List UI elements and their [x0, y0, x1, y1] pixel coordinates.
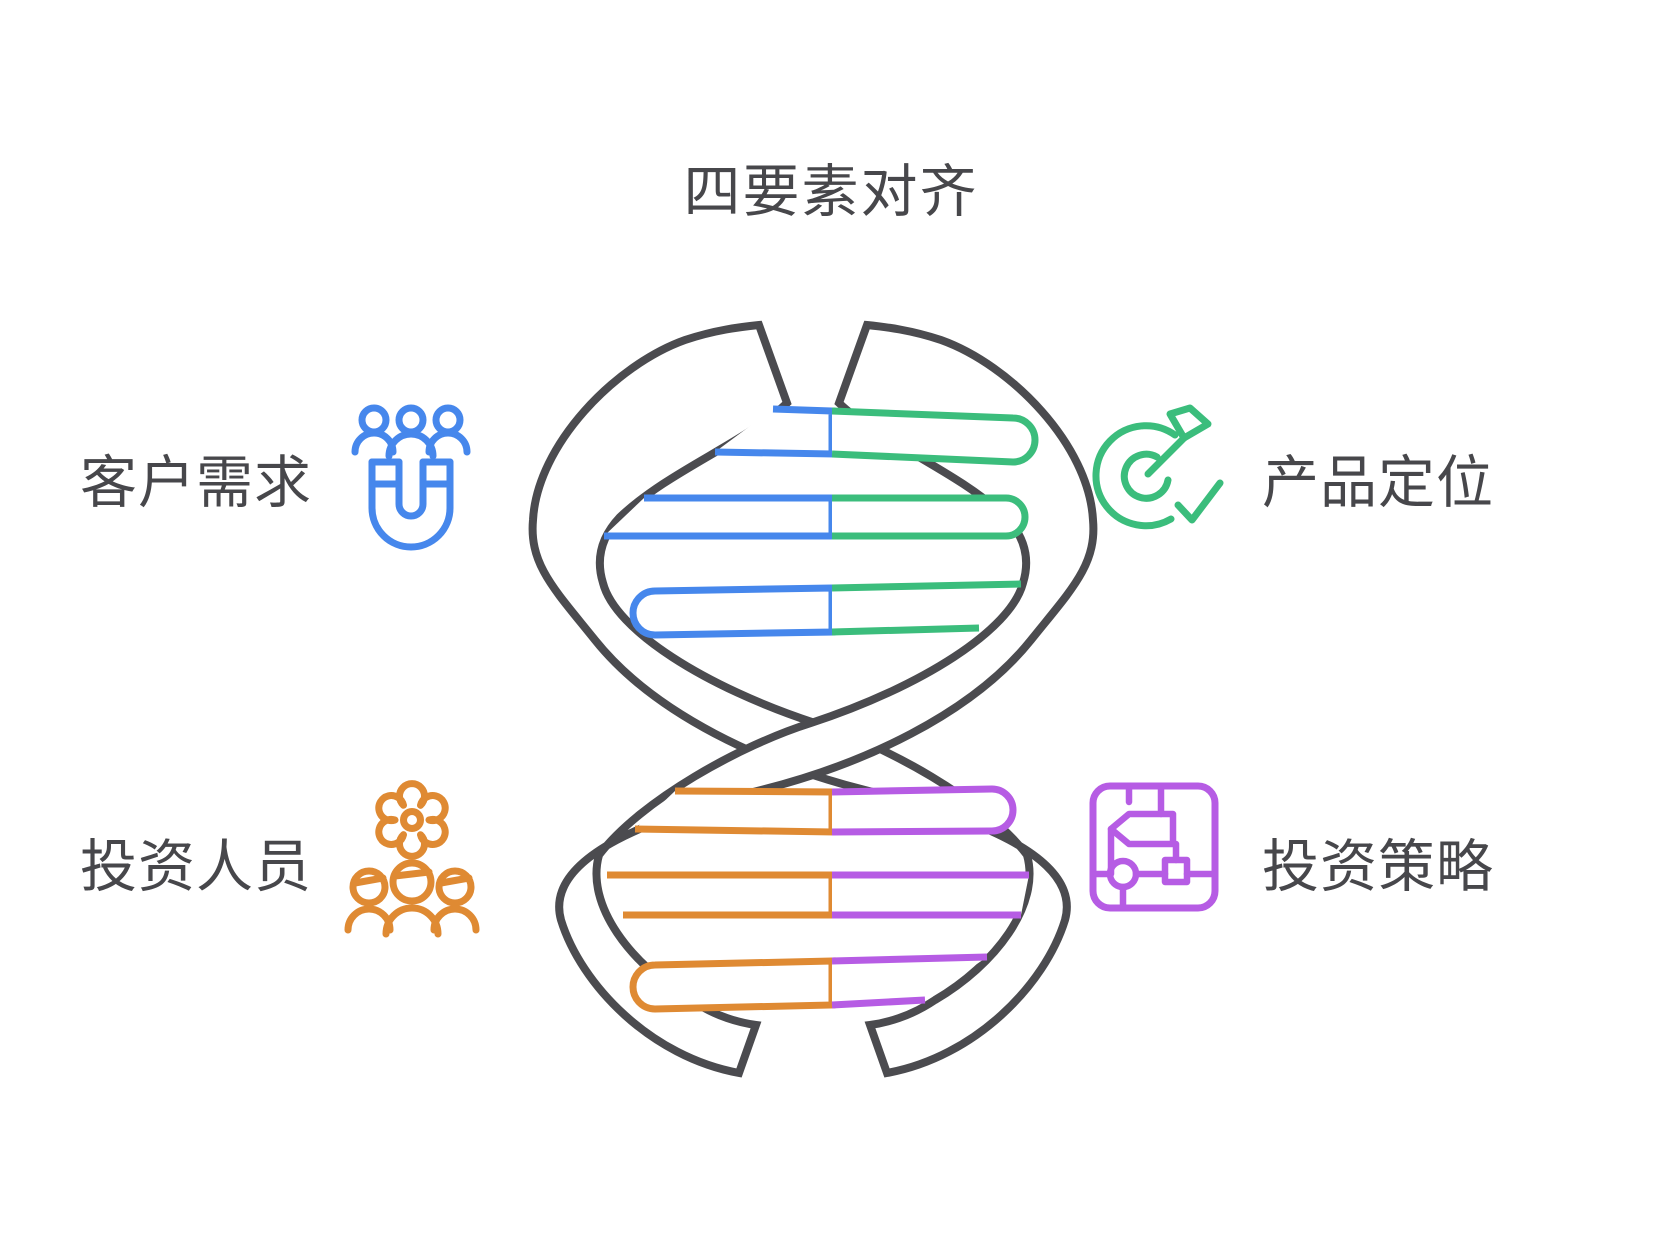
- dna-helix-diagram: [528, 295, 1098, 1080]
- label-investment-strategy: 投资策略: [1262, 835, 1494, 899]
- label-customer-needs: 客户需求: [80, 451, 312, 515]
- label-investment-team: 投资人员: [80, 835, 312, 899]
- dna-strand-right: [555, 320, 1098, 1078]
- strategy-chip-icon: [1088, 782, 1220, 912]
- dna-rung-bottom-3: [629, 953, 988, 1013]
- label-product-positioning: 产品定位: [1262, 451, 1494, 515]
- dna-rung-bottom-2: [607, 871, 1029, 919]
- dna-rung-top-2: [604, 494, 1029, 540]
- dna-strand-left: [528, 320, 1071, 1078]
- dna-rung-top-1: [714, 405, 1039, 466]
- page-title: 四要素对齐: [683, 160, 979, 224]
- dna-rung-top-3: [629, 580, 1022, 639]
- target-dart-icon: [1090, 404, 1224, 544]
- dna-rung-bottom-1: [634, 785, 1017, 836]
- customers-magnet-icon: [351, 400, 471, 558]
- team-gear-icon: [342, 780, 482, 938]
